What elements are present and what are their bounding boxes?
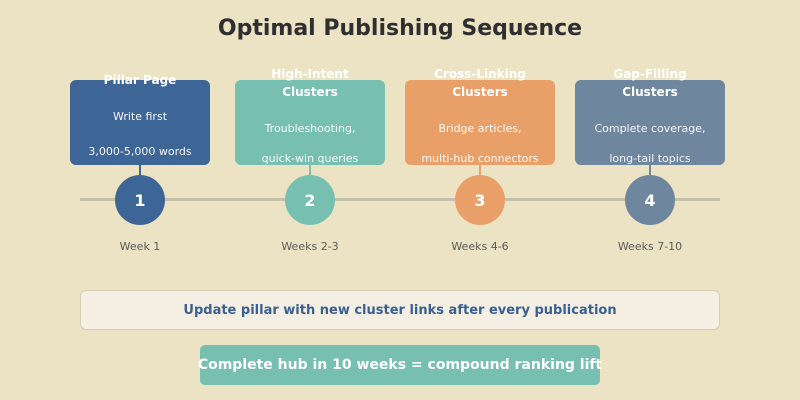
step-description: Troubleshooting, quick-win queries [235,106,385,181]
step-description-line: Troubleshooting, [264,121,356,135]
step-title: High-Intent Clusters [271,66,349,99]
step-description-line: quick-win queries [261,151,359,165]
step-title: Pillar Page [103,73,177,87]
update-note: Update pillar with new cluster links aft… [80,290,720,330]
step-description-line: Write first [112,110,168,123]
diagram-title: Optimal Publishing Sequence [217,16,583,41]
step-title: Gap-Filling Clusters [613,66,687,99]
timeline-line [80,198,720,201]
step-description: Write first 3,000-5,000 words [70,94,210,174]
step-card-pillar-page: Pillar Page Write first 3,000-5,000 word… [70,73,210,165]
step-card-cross-linking-clusters: Cross-Linking Clusters Bridge articles, … [405,67,555,165]
step-title: Cross-Linking Clusters [434,66,526,99]
step-description-line: multi-hub connectors [421,151,539,165]
step-description: Complete coverage, long-tail topics [575,106,725,181]
step-description: Bridge articles, multi-hub connectors [405,106,555,181]
step-description-line: long-tail topics [609,151,691,165]
step-week-label: Week 1 [119,240,161,253]
step-week-label: Weeks 7-10 [617,240,683,253]
step-number-circle: 2 [285,175,335,225]
step-description-line: 3,000-5,000 words [88,145,192,158]
step-card-gap-filling-clusters: Gap-Filling Clusters Complete coverage, … [575,67,725,165]
summary-banner: Complete hub in 10 weeks = compound rank… [198,345,602,385]
step-card-high-intent-clusters: High-Intent Clusters Troubleshooting, qu… [235,67,385,165]
step-number-circle: 1 [115,175,165,225]
step-connector [309,164,311,176]
step-description-line: Bridge articles, [438,121,522,135]
step-number-circle: 3 [455,175,505,225]
step-description-line: Complete coverage, [594,121,706,135]
step-connector [649,164,651,176]
step-number-circle: 4 [625,175,675,225]
step-connector [139,164,141,176]
step-week-label: Weeks 4-6 [451,240,509,253]
step-connector [479,164,481,176]
step-week-label: Weeks 2-3 [281,240,339,253]
